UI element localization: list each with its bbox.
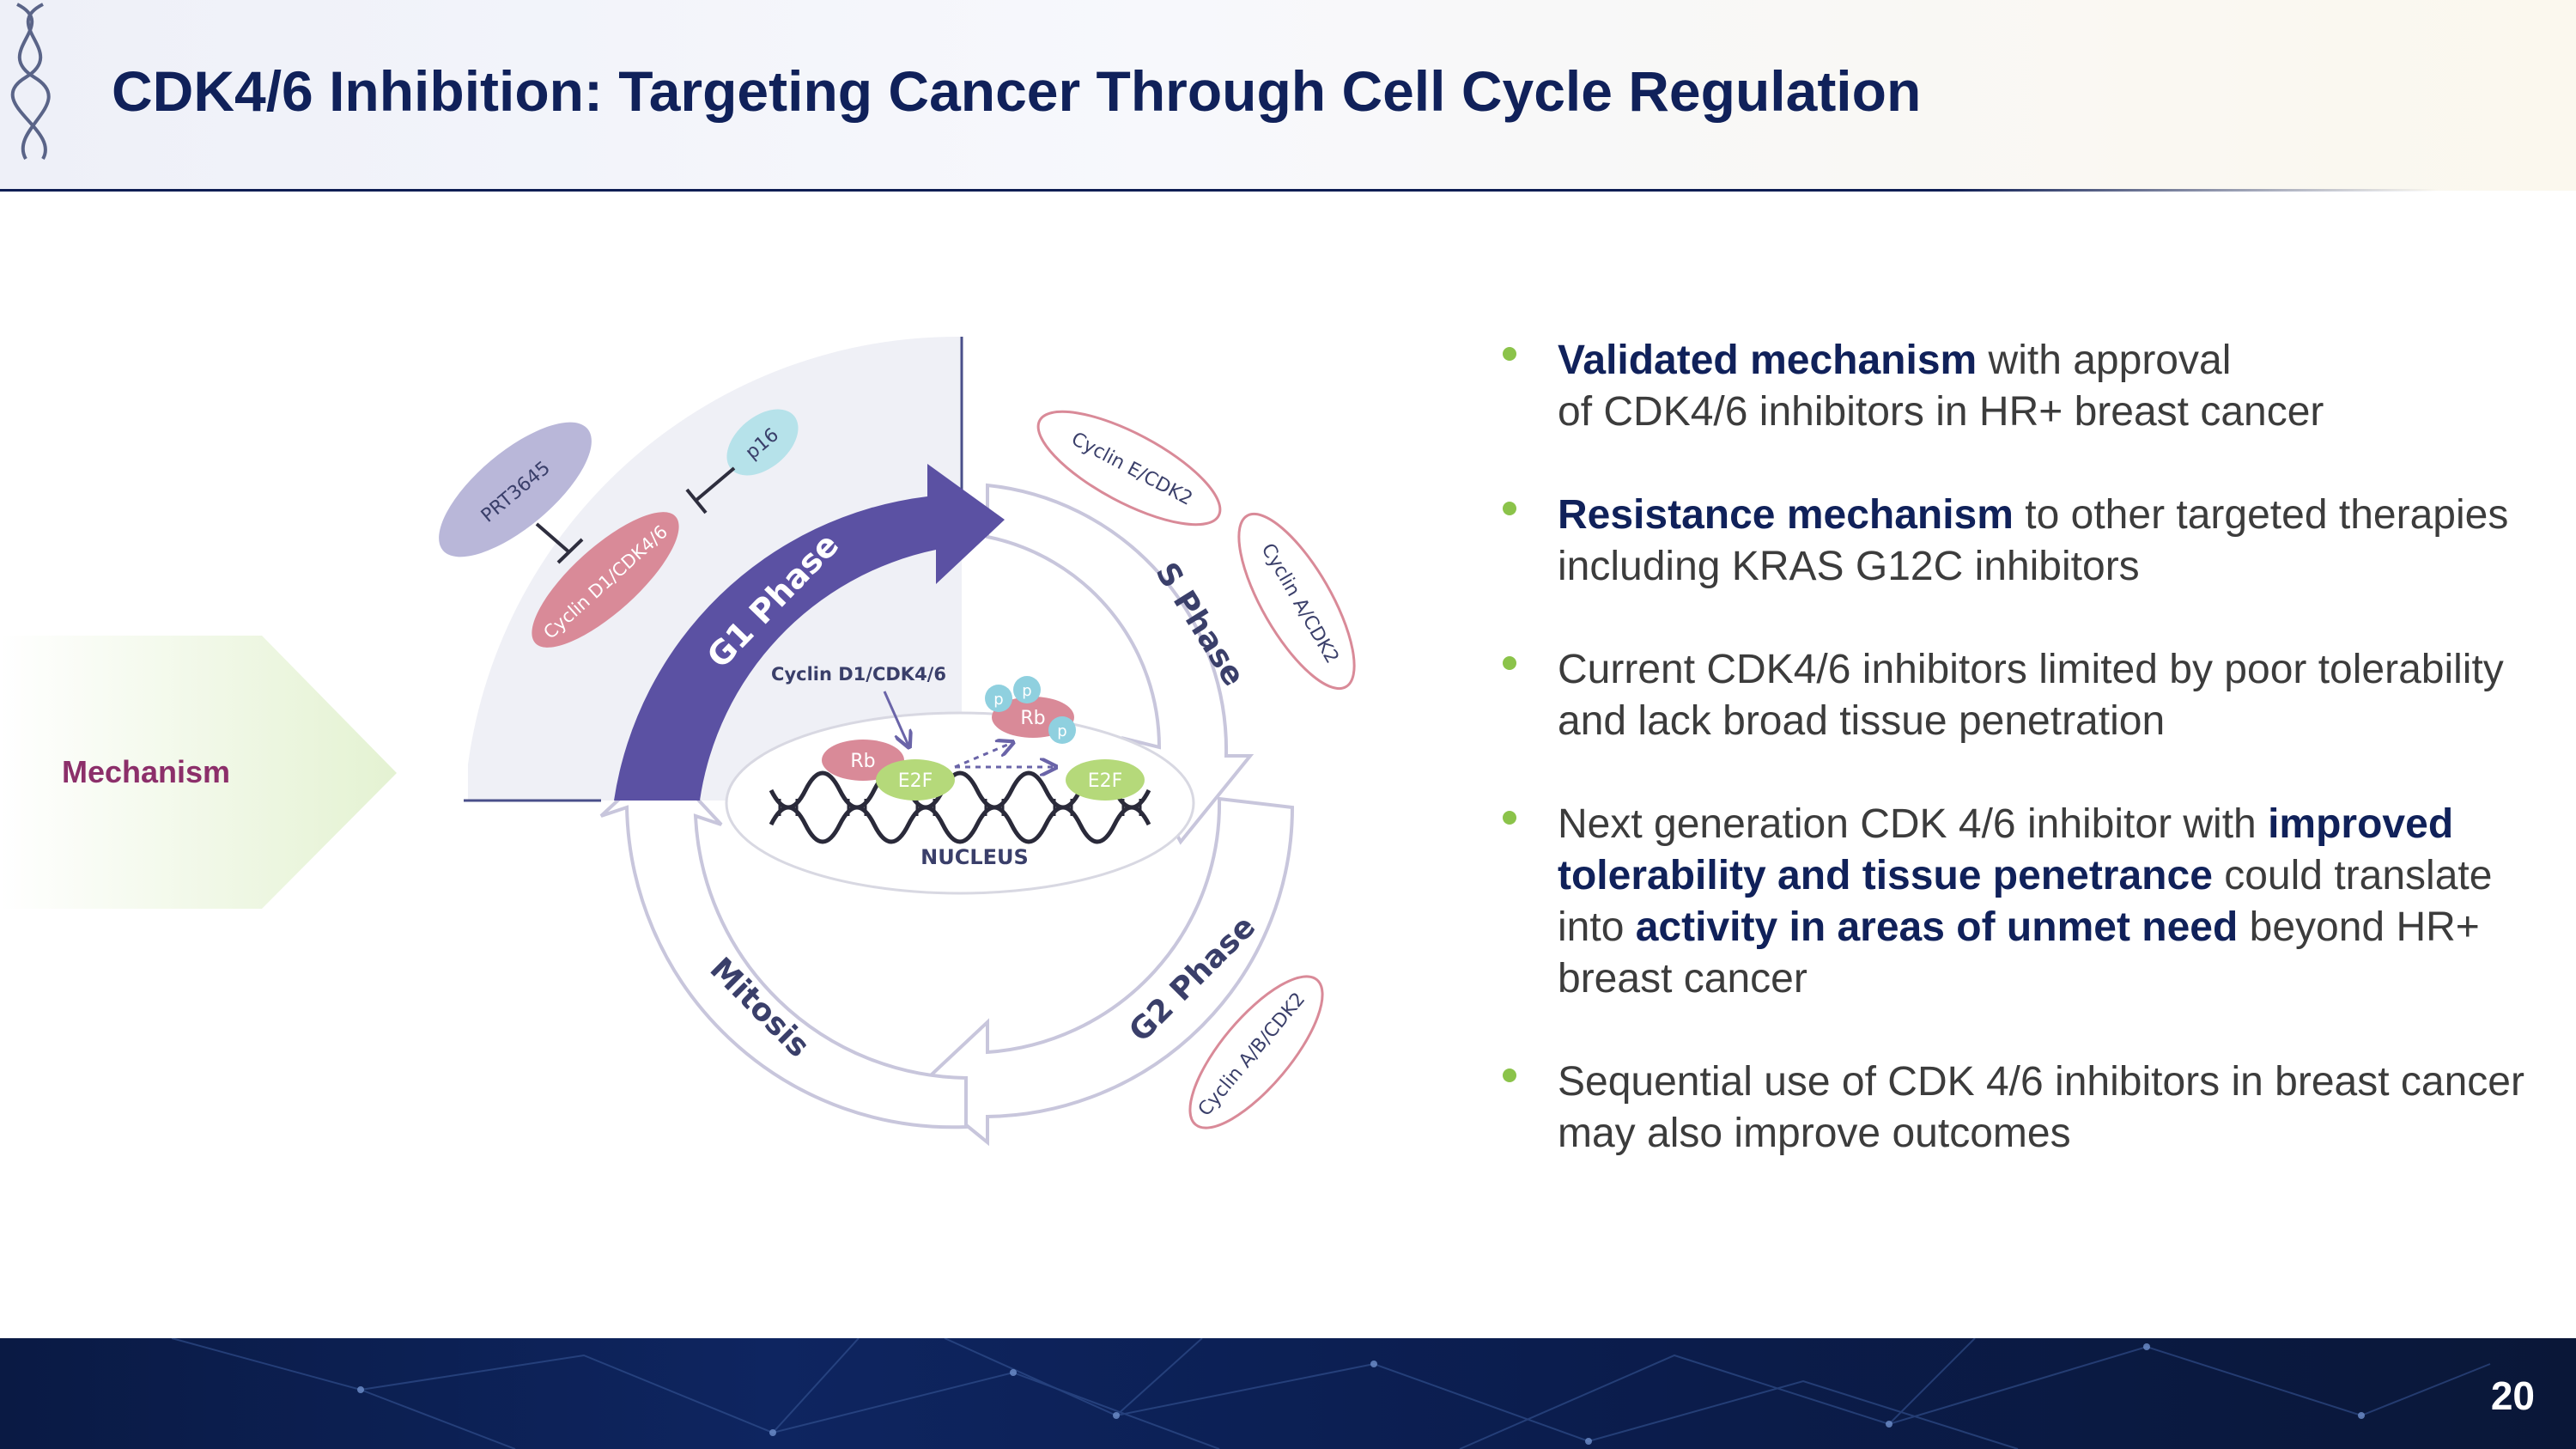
s-phase-arrow <box>986 483 1255 845</box>
bullet-emphasis: activity in areas of unmet need <box>1635 904 2239 950</box>
rb-phospho-label: Rb <box>1020 708 1045 729</box>
bullet-run: Current CDK4/6 inhibitors limited by poo… <box>1558 647 2504 744</box>
dna-logo-icon <box>10 3 51 160</box>
bullet-text: Resistance mechanism to other targeted t… <box>1558 490 2524 593</box>
g1-inhibition-wedge <box>468 336 962 801</box>
phosphate-2-label: p <box>1022 682 1031 700</box>
phosphate-2 <box>1013 676 1041 703</box>
bullet-list: Validated mechanism with approval of CDK4… <box>1494 335 2524 1211</box>
footer-band <box>0 1338 2576 1449</box>
nucleus-label: NUCLEUS <box>920 845 1029 869</box>
bullet-item: Validated mechanism with approval of CDK4… <box>1494 335 2524 438</box>
page-title: CDK4/6 Inhibition: Targeting Cancer Thro… <box>112 59 1922 123</box>
e2f-bound-label: E2F <box>898 770 933 792</box>
mechanism-label: Mechanism <box>62 754 231 789</box>
bullet-dot <box>1503 502 1516 515</box>
phosphate-3 <box>1048 716 1076 744</box>
g1-phase-arrow <box>614 464 1005 801</box>
bullet-item: Resistance mechanism to other targeted t… <box>1494 490 2524 593</box>
bullet-text: Current CDK4/6 inhibitors limited by poo… <box>1558 644 2524 747</box>
bullet-dot <box>1503 347 1516 361</box>
p16-oval <box>726 409 799 476</box>
bullet-text: Validated mechanism with approval of CDK4… <box>1558 335 2524 438</box>
bullet-run: of CDK4/6 inhibitors in HR+ breast cance… <box>1558 389 2324 435</box>
bullet-run: could translate into <box>1558 853 2493 950</box>
bullet-run: with approval <box>1977 338 2232 383</box>
rb-bound-label: Rb <box>850 751 875 772</box>
g2-phase-arrow <box>915 796 1295 1147</box>
phosphate-1-label: p <box>993 691 1003 709</box>
cyclin-ab-oval <box>1188 975 1324 1129</box>
mechanism-chevron <box>0 636 397 909</box>
phosphate-1 <box>985 685 1012 712</box>
bullet-run: to other targeted therapies including KR… <box>1558 492 2509 589</box>
bullet-dot <box>1503 656 1516 670</box>
phosphate-3-label: p <box>1057 722 1066 740</box>
e2f-free <box>1066 759 1145 801</box>
header-divider <box>0 189 2439 192</box>
bullet-dot <box>1503 1068 1516 1082</box>
cyclin-e-oval <box>1036 410 1222 527</box>
bullet-emphasis: Validated mechanism <box>1558 338 1978 383</box>
bullet-emphasis: improved tolerability and tissue penetra… <box>1558 801 2454 898</box>
cell-cycle-diagram: G1 Phase S Phase G2 Phase Mitosis PRT364… <box>439 336 1356 1147</box>
bullet-emphasis: Resistance mechanism <box>1558 492 2014 538</box>
page-number: 20 <box>2490 1373 2535 1418</box>
bullet-item: Sequential use of CDK 4/6 inhibitors in … <box>1494 1056 2524 1160</box>
bullet-run: beyond HR+ breast cancer <box>1558 904 2480 1002</box>
e2f-free-label: E2F <box>1088 770 1123 792</box>
bullet-item: Current CDK4/6 inhibitors limited by poo… <box>1494 644 2524 747</box>
bullet-text: Next generation CDK 4/6 inhibitor with i… <box>1558 799 2524 1005</box>
bullet-run: Next generation CDK 4/6 inhibitor with <box>1558 801 2269 847</box>
prt3645-oval <box>439 422 592 557</box>
e2f-bound <box>876 759 955 801</box>
mitosis-arrow <box>599 758 968 1129</box>
bullet-dot <box>1503 811 1516 825</box>
cyclin-a-oval <box>1237 512 1356 691</box>
bullet-run: Sequential use of CDK 4/6 inhibitors in … <box>1558 1059 2524 1156</box>
cyclin-d1-oval <box>532 512 679 648</box>
nucleus-complex-label: Cyclin D1/CDK4/6 <box>771 664 946 685</box>
header-band <box>0 0 2576 191</box>
bullet-item: Next generation CDK 4/6 inhibitor with i… <box>1494 799 2524 1005</box>
bullet-text: Sequential use of CDK 4/6 inhibitors in … <box>1558 1056 2524 1160</box>
